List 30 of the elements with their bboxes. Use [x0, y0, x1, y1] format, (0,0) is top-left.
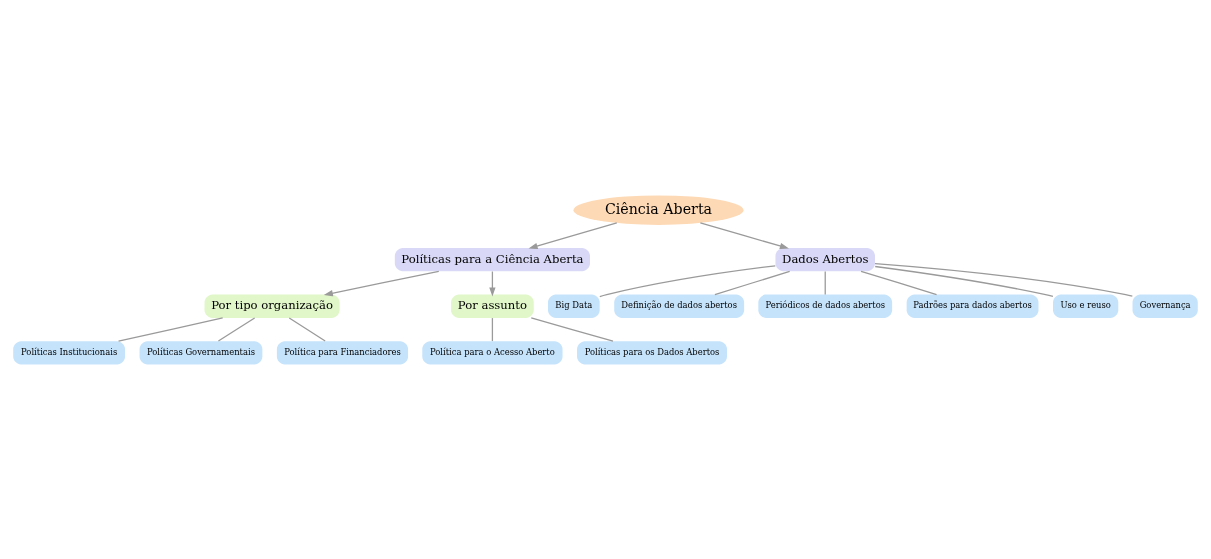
node-box: Padrões para dados abertos — [906, 294, 1039, 318]
node-box: Definição de dados abertos — [614, 294, 745, 318]
node-box: Políticas Institucionais — [13, 340, 125, 364]
node-box: Uso e reuso — [1053, 294, 1119, 318]
node-box: Periódicos de dados abertos — [758, 294, 893, 318]
node-box: Políticas para a Ciência Aberta — [394, 247, 590, 271]
connector — [714, 270, 791, 295]
node-box: Política para Financiadores — [276, 340, 409, 364]
connector — [288, 316, 326, 342]
node-box: Por assunto — [451, 294, 534, 318]
connector — [824, 270, 826, 295]
node-box: Políticas para os Dados Abertos — [577, 340, 727, 364]
connector — [117, 316, 224, 342]
arrow — [699, 221, 789, 249]
connector — [599, 264, 776, 297]
arrow — [323, 270, 440, 296]
arrow — [528, 221, 618, 249]
node-box: Por tipo organização — [204, 294, 340, 318]
connector — [491, 316, 494, 342]
node-ellipse: Ciência Aberta — [573, 195, 744, 225]
node-box: Big Data — [548, 294, 600, 318]
connector — [860, 270, 938, 295]
connector — [874, 265, 1054, 297]
node-box: Política para o Acesso Aberto — [422, 340, 563, 364]
connector — [874, 262, 1133, 297]
node-box: Governança — [1132, 294, 1198, 318]
node-box: Dados Abertos — [775, 247, 875, 271]
connector — [217, 316, 256, 342]
node-box: Políticas Governamentais — [139, 340, 263, 364]
connector — [530, 316, 614, 342]
